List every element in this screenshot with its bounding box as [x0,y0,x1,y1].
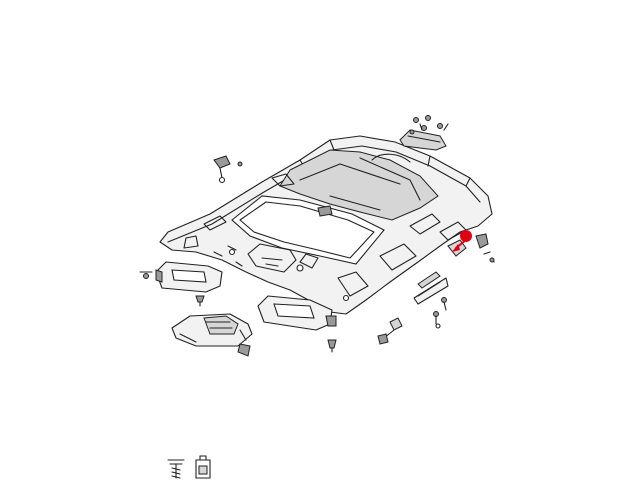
overhead-console [171,313,253,357]
grab-handle [413,271,449,329]
headliner-lower-trim [183,213,467,302]
fastener-clip [195,295,205,307]
fastener-clip [327,339,337,353]
sunroof-opening [231,195,385,265]
right-sun-visor [257,295,337,331]
dome-clip [213,155,243,184]
nut-fastener [195,455,211,479]
bolt-fastener [167,459,185,479]
rear-bracket-assembly [399,115,449,151]
callout-red-dot [460,230,472,242]
right-trim-clip [447,233,495,263]
left-sun-visor [139,261,223,293]
wire-connector [377,317,403,345]
